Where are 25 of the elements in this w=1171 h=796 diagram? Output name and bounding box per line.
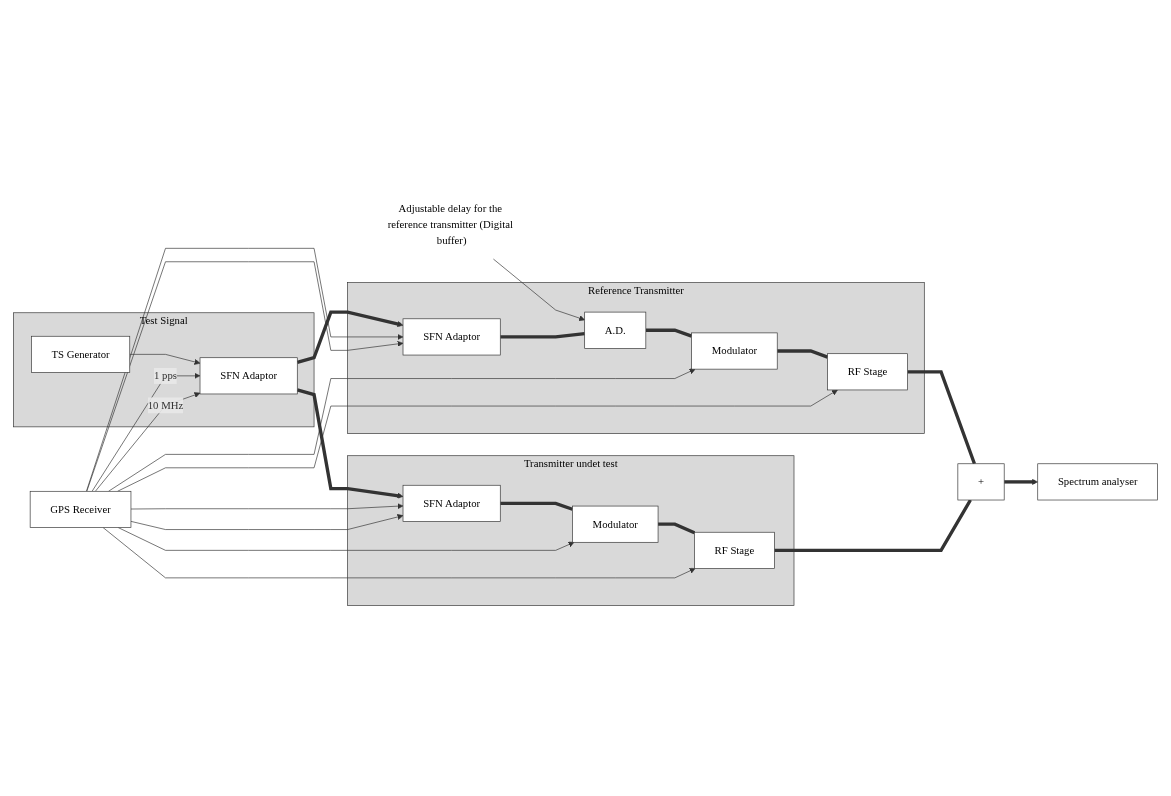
node-box: GPS Receiver bbox=[29, 490, 132, 528]
connector bbox=[907, 370, 976, 465]
node-box: TS Generator bbox=[31, 335, 131, 373]
edge-label: 10 MHz bbox=[147, 399, 184, 411]
node-box: Spectrum analyser bbox=[1037, 463, 1158, 501]
edge-label: 1 pps bbox=[154, 369, 177, 382]
connector bbox=[658, 522, 696, 535]
node-box: A.D. bbox=[584, 311, 647, 349]
arrow bbox=[296, 388, 404, 499]
connector bbox=[777, 349, 829, 359]
connector bbox=[500, 332, 585, 339]
connector bbox=[774, 499, 972, 553]
node-box: SFN Adaptor bbox=[402, 318, 501, 356]
node-text: Adjustable delay for the reference transmitter (Digital buffer) bbox=[387, 202, 513, 247]
node-box: Modulator bbox=[691, 332, 778, 370]
arrow bbox=[296, 310, 404, 364]
node-box: SFN Adaptor bbox=[199, 357, 298, 395]
arrow bbox=[1004, 478, 1038, 485]
node-box: Modulator bbox=[572, 505, 659, 543]
connector bbox=[500, 501, 573, 511]
node-box: + bbox=[957, 463, 1005, 501]
node-box: RF Stage bbox=[827, 353, 908, 391]
node-box: RF Stage bbox=[694, 531, 775, 569]
connector bbox=[645, 328, 693, 338]
node-box: SFN Adaptor bbox=[402, 484, 501, 522]
